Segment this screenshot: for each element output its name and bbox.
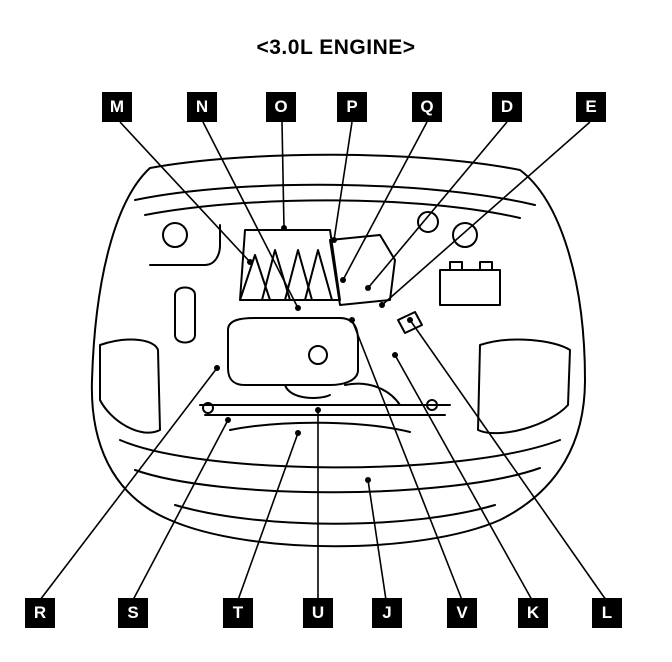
- battery: [439, 269, 501, 306]
- leader-lines: [39, 121, 607, 601]
- coolant-hose: [149, 224, 221, 266]
- relay-box: [397, 311, 423, 334]
- grille-opening: [229, 421, 411, 433]
- intake-runner-3: [284, 249, 313, 301]
- bumper-line-1: [119, 439, 561, 469]
- dot-p: [331, 237, 337, 243]
- leader-m: [119, 121, 251, 263]
- dot-q: [340, 277, 346, 283]
- dot-d: [365, 285, 371, 291]
- dot-t: [295, 430, 301, 436]
- intake-plenum: [239, 229, 341, 301]
- label-u: U: [303, 598, 333, 628]
- headlight-left: [99, 338, 161, 434]
- label-t: T: [223, 598, 253, 628]
- intake-runner-4: [304, 249, 333, 301]
- leader-p: [333, 121, 353, 241]
- label-s: S: [118, 598, 148, 628]
- strut-tower-left: [162, 222, 188, 248]
- label-p: P: [337, 92, 367, 122]
- headlight-right: [477, 338, 571, 435]
- dot-o: [281, 225, 287, 231]
- label-r: R: [25, 598, 55, 628]
- battery-terminals: [449, 261, 493, 271]
- leader-o: [281, 121, 285, 229]
- mount-bolt-right: [426, 399, 438, 411]
- callout-dots: [214, 225, 413, 483]
- label-d: D: [492, 92, 522, 122]
- oil-cap: [308, 345, 328, 365]
- diagram-title: <3.0L ENGINE>: [256, 36, 416, 59]
- label-l: L: [592, 598, 622, 628]
- hood-edge: [134, 183, 536, 206]
- leader-t: [237, 432, 299, 601]
- washer-reservoir: [174, 286, 196, 344]
- strut-tower-center: [417, 211, 439, 233]
- dot-m: [247, 259, 253, 265]
- dot-u: [315, 407, 321, 413]
- mount-bolt-left: [202, 402, 214, 414]
- leader-q: [342, 121, 428, 281]
- engine-cover: [227, 317, 359, 386]
- strut-tower-right: [452, 222, 478, 248]
- bumper-line-3: [174, 504, 496, 525]
- hood-inner-edge: [144, 199, 521, 219]
- label-o: O: [266, 92, 296, 122]
- dot-n: [295, 305, 301, 311]
- label-k: K: [518, 598, 548, 628]
- leader-l: [409, 319, 607, 601]
- label-n: N: [187, 92, 217, 122]
- label-e: E: [576, 92, 606, 122]
- leader-d: [367, 121, 508, 289]
- leader-k: [394, 354, 533, 601]
- dot-s: [225, 417, 231, 423]
- intake-runner-2: [261, 249, 291, 301]
- dot-r: [214, 365, 220, 371]
- leader-j: [367, 479, 387, 601]
- dot-l: [407, 317, 413, 323]
- air-cleaner: [329, 234, 396, 306]
- car-body-outline: [90, 153, 586, 548]
- dot-v: [349, 317, 355, 323]
- lower-hose: [344, 382, 401, 406]
- leader-v: [351, 319, 463, 601]
- label-j: J: [372, 598, 402, 628]
- leader-r: [39, 367, 218, 601]
- label-q: Q: [412, 92, 442, 122]
- dot-e: [379, 302, 385, 308]
- leader-s: [132, 419, 229, 601]
- dot-j: [365, 477, 371, 483]
- leader-e: [381, 121, 591, 306]
- leader-n: [202, 121, 299, 309]
- bumper-line-2: [134, 467, 541, 494]
- intake-runner-1: [239, 254, 271, 301]
- label-v: V: [447, 598, 477, 628]
- dot-k: [392, 352, 398, 358]
- upper-hose: [284, 384, 331, 399]
- label-m: M: [102, 92, 132, 122]
